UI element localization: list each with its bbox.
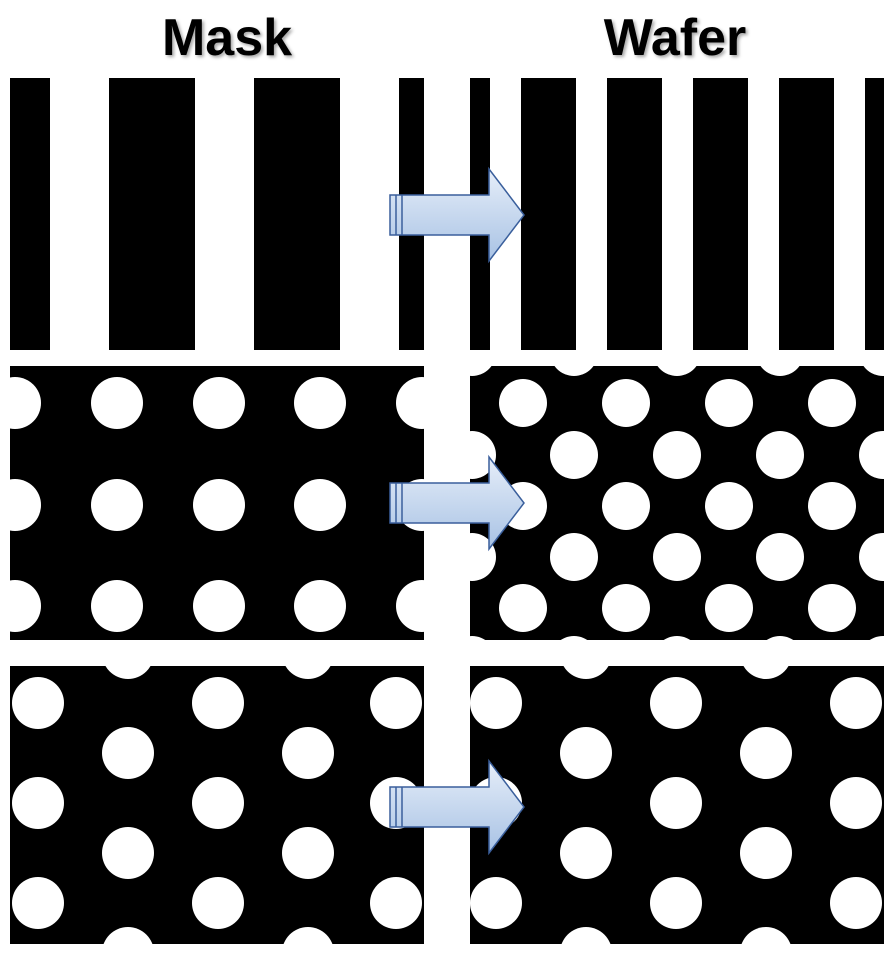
wafer-contact-hole: [743, 666, 789, 679]
right-arrow-icon: [389, 758, 525, 856]
wafer-line: [693, 78, 748, 350]
wafer-contact-hole: [650, 677, 702, 729]
mask-line: [254, 78, 340, 350]
mask-column-title: Mask: [161, 9, 293, 67]
wafer-line-pattern: [470, 78, 884, 350]
wafer-contact-hole: [499, 379, 547, 427]
wafer-line: [865, 78, 884, 350]
right-arrow-icon: [389, 166, 525, 264]
wafer-contact-hole: [650, 777, 702, 829]
wafer-contact-hole: [808, 482, 856, 530]
wafer-line: [521, 78, 576, 350]
mask-contact-hole: [282, 827, 334, 879]
wafer-contact-hole: [653, 533, 701, 581]
mask-square-hole-array: [10, 366, 424, 640]
mask-line: [109, 78, 195, 350]
mask-contact-hole: [193, 580, 245, 632]
mask-contact-hole: [192, 777, 244, 829]
mask-contact-hole: [12, 677, 64, 729]
mask-contact-hole: [192, 677, 244, 729]
wafer-contact-hole: [756, 533, 804, 581]
wafer-contact-hole: [766, 636, 794, 640]
wafer-contact-hole: [560, 827, 612, 879]
mask-contact-hole: [91, 479, 143, 531]
wafer-contact-hole: [740, 727, 792, 779]
mask-contact-hole: [12, 877, 64, 929]
mask-contact-hole: [91, 377, 143, 429]
mask-contact-hole: [396, 377, 424, 429]
wafer-contact-hole: [741, 927, 791, 944]
wafer-contact-hole: [499, 584, 547, 632]
mask-contact-hole: [282, 727, 334, 779]
wafer-contact-hole: [657, 366, 697, 376]
wafer-column-title: Wafer: [603, 9, 747, 67]
mask-contact-hole: [370, 677, 422, 729]
mask-contact-hole: [91, 580, 143, 632]
mask-contact-hole: [294, 580, 346, 632]
wafer-contact-hole: [830, 677, 882, 729]
wafer-contact-hole: [859, 533, 884, 581]
wafer-contact-hole: [663, 636, 691, 640]
mask-line: [10, 78, 50, 350]
wafer-contact-hole: [550, 431, 598, 479]
wafer-contact-hole: [550, 533, 598, 581]
wafer-hexagonal-hole-array: [470, 366, 884, 640]
wafer-contact-hole: [869, 636, 884, 640]
mask-contact-hole: [285, 666, 331, 679]
wafer-contact-hole: [705, 379, 753, 427]
wafer-contact-hole: [602, 584, 650, 632]
wafer-contact-hole: [653, 431, 701, 479]
wafer-contact-hole: [830, 777, 882, 829]
wafer-contact-hole: [756, 431, 804, 479]
mask-contact-hole: [12, 777, 64, 829]
mask-contact-hole: [370, 877, 422, 929]
mask-contact-hole: [396, 580, 424, 632]
mask-contact-hole: [283, 927, 333, 944]
wafer-contact-hole: [561, 927, 611, 944]
mask-contact-hole: [294, 479, 346, 531]
mask-contact-hole: [102, 827, 154, 879]
wafer-contact-hole: [705, 584, 753, 632]
wafer-line: [607, 78, 662, 350]
wafer-contact-hole: [650, 877, 702, 929]
wafer-contact-hole: [560, 636, 588, 640]
mask-line-pattern: [10, 78, 424, 350]
wafer-contact-hole: [470, 636, 486, 640]
mask-contact-hole: [105, 666, 151, 679]
wafer-contact-hole: [470, 677, 522, 729]
wafer-contact-hole: [602, 482, 650, 530]
wafer-contact-hole: [554, 366, 594, 376]
right-arrow-icon: [389, 454, 525, 552]
wafer-contact-hole: [760, 366, 800, 376]
wafer-contact-hole: [808, 379, 856, 427]
wafer-staggered-hole-array: [470, 666, 884, 944]
wafer-contact-hole: [808, 584, 856, 632]
mask-contact-hole: [193, 377, 245, 429]
mask-contact-hole: [10, 580, 41, 632]
mask-staggered-hole-array: [10, 666, 424, 944]
wafer-contact-hole: [740, 827, 792, 879]
wafer-contact-hole: [470, 366, 492, 376]
wafer-contact-hole: [470, 877, 522, 929]
wafer-contact-hole: [830, 877, 882, 929]
mask-contact-hole: [10, 377, 41, 429]
mask-contact-hole: [102, 727, 154, 779]
wafer-contact-hole: [560, 727, 612, 779]
mask-contact-hole: [103, 927, 153, 944]
wafer-line: [779, 78, 834, 350]
mask-contact-hole: [193, 479, 245, 531]
wafer-contact-hole: [859, 431, 884, 479]
mask-contact-hole: [10, 479, 41, 531]
mask-contact-hole: [192, 877, 244, 929]
wafer-contact-hole: [863, 366, 884, 376]
wafer-contact-hole: [602, 379, 650, 427]
wafer-contact-hole: [705, 482, 753, 530]
mask-contact-hole: [294, 377, 346, 429]
wafer-contact-hole: [563, 666, 609, 679]
